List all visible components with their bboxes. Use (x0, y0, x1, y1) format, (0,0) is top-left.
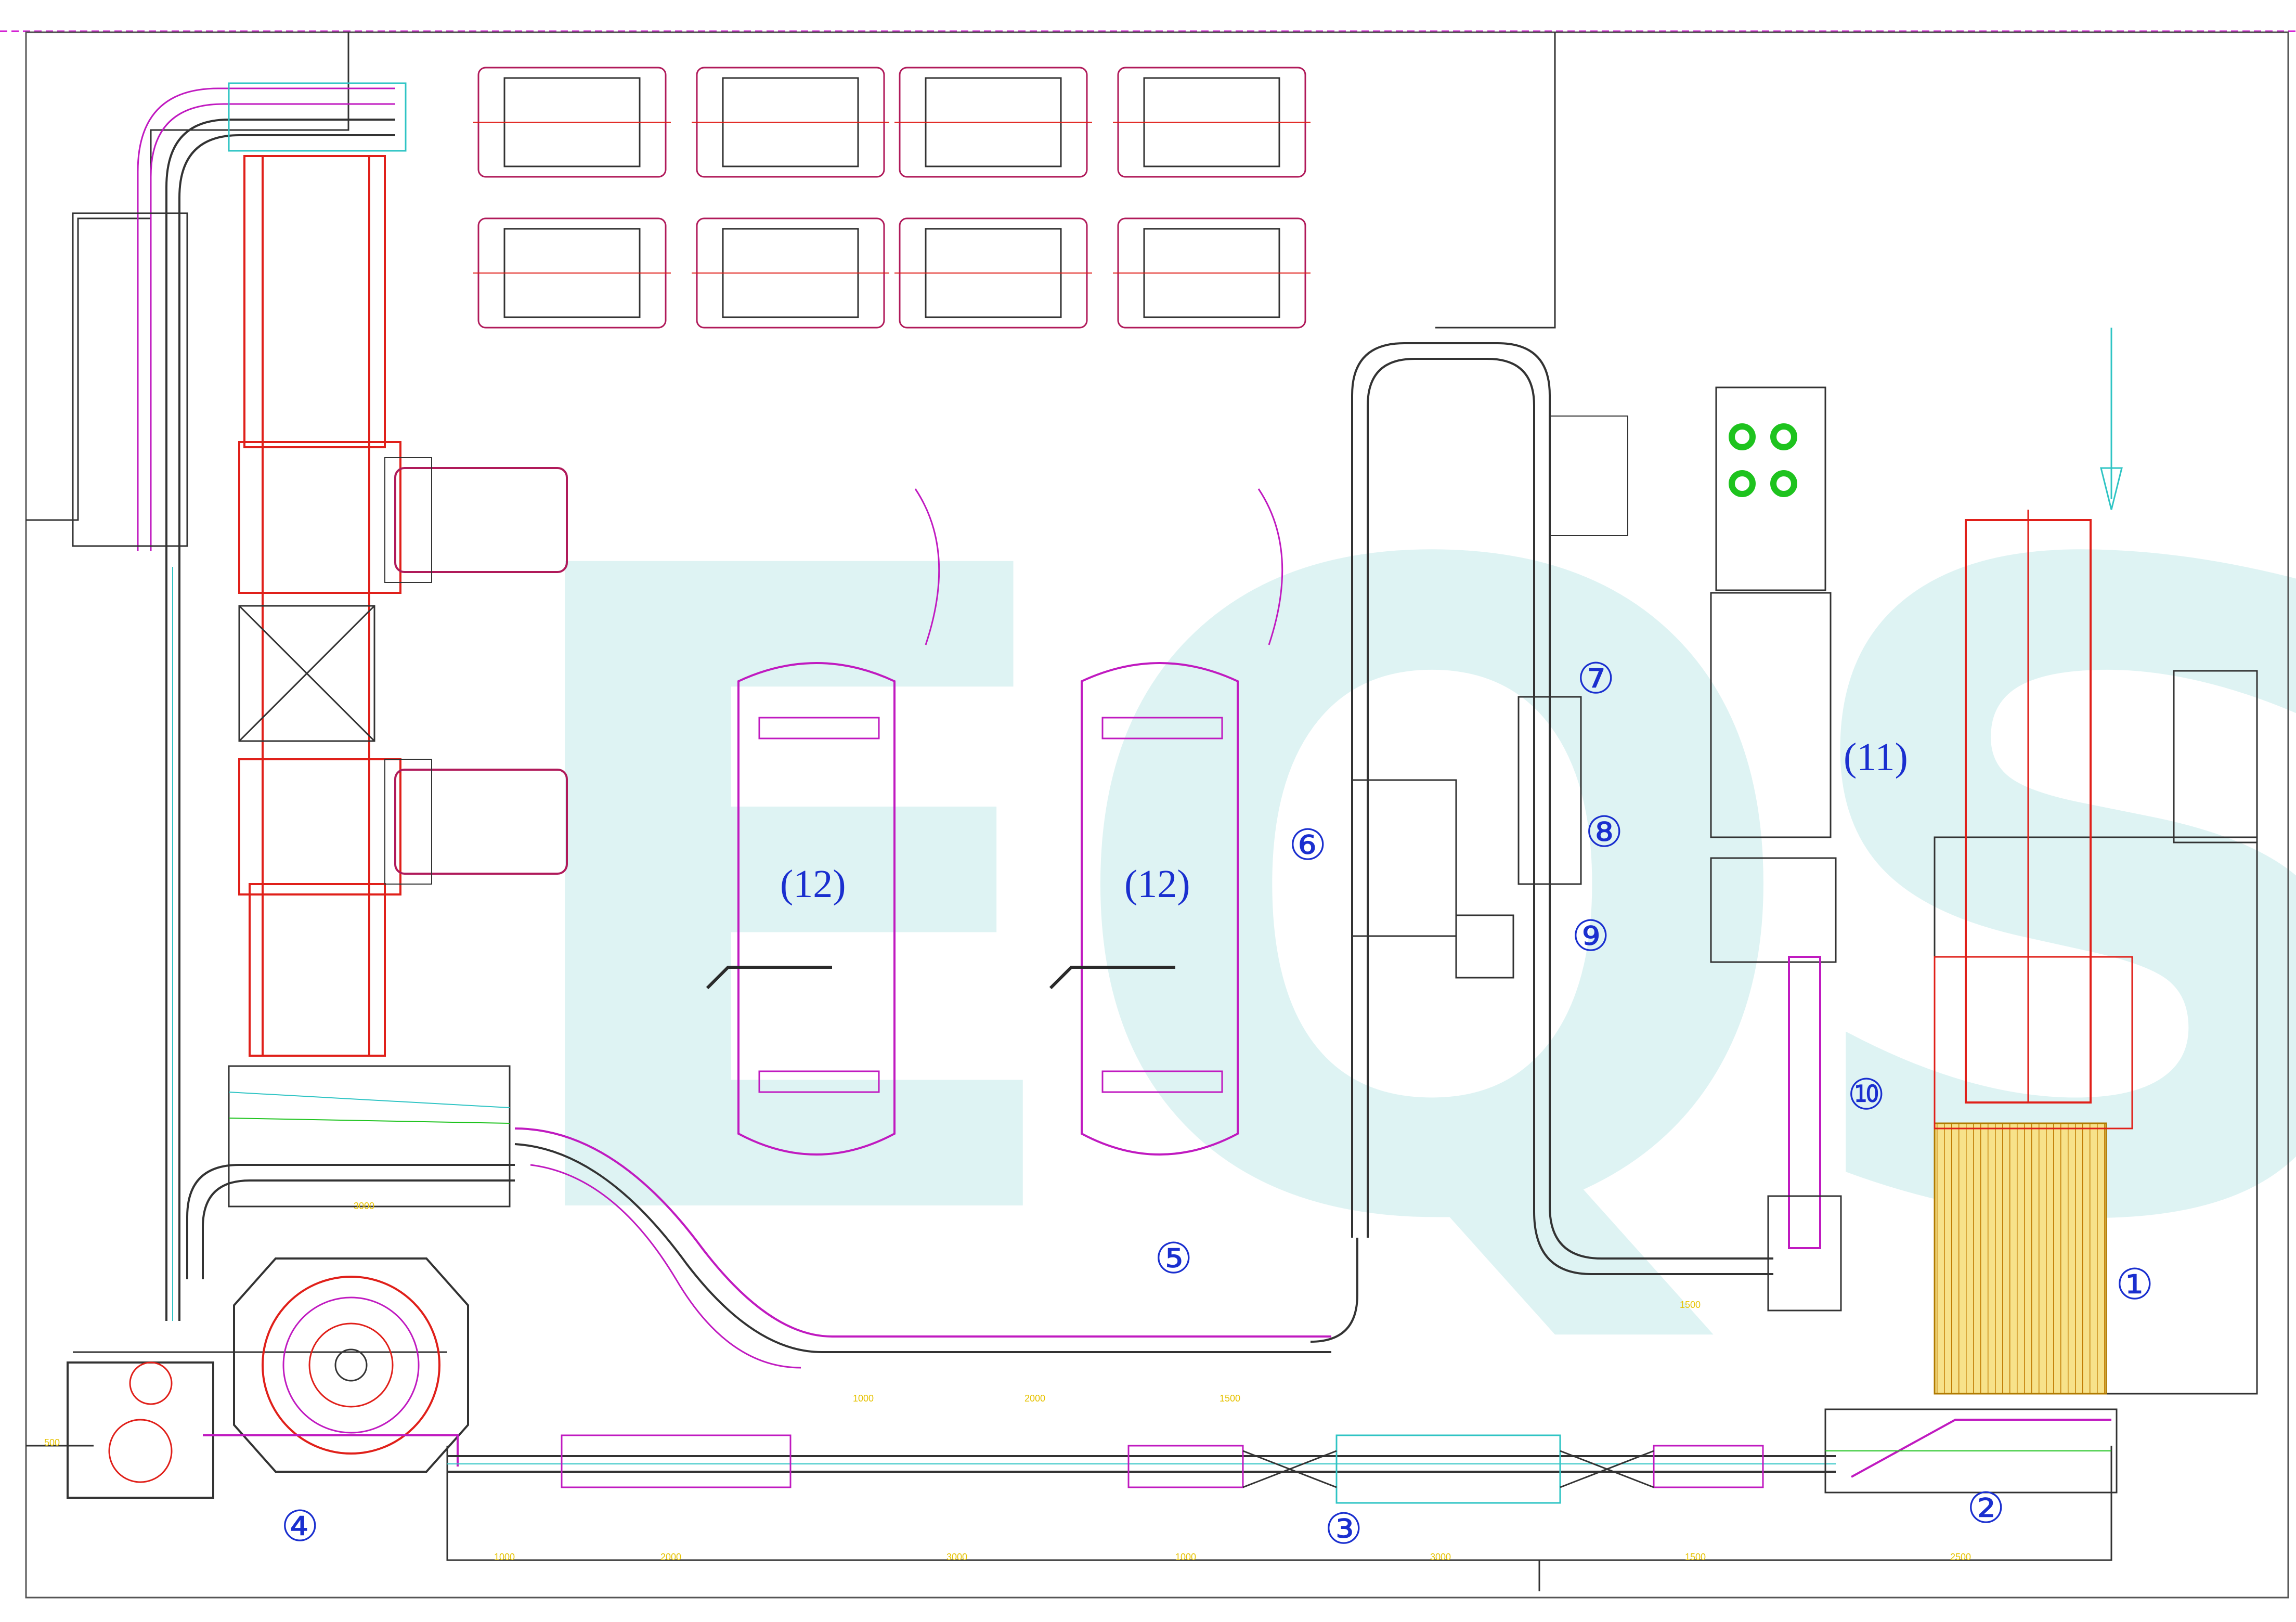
label-machine-1: ① (2116, 1261, 2154, 1308)
rack-grid (473, 67, 1311, 329)
rotary-filler (67, 1257, 469, 1499)
side-tables (384, 457, 568, 885)
dimension-label: 1000 (853, 1393, 874, 1404)
conveyor-10 (1767, 956, 1842, 1312)
dimension-label: 1000 (494, 1552, 515, 1562)
label-machine-6: ⑥ (1289, 822, 1327, 869)
conveyor-bottom (447, 1408, 2118, 1504)
conveyor-left-vertical (72, 82, 407, 1321)
label-machine-10: ⑩ (1847, 1071, 1886, 1119)
drawing-border (0, 30, 2296, 1599)
label-machine-4: ④ (281, 1503, 319, 1550)
label-machine-11: (11) (1844, 735, 1908, 779)
tank-right (1049, 488, 1283, 1156)
dimension-label: 2500 (1950, 1552, 1971, 1562)
dimension-label: 500 (44, 1437, 60, 1448)
label-machine-2: ② (1967, 1485, 2005, 1532)
label-machine-9: ⑨ (1572, 913, 1610, 960)
tank-left (706, 488, 940, 1156)
loader-unit (1934, 328, 2133, 1395)
conveyor-lower-left (186, 1065, 1331, 1369)
unit-11 (1710, 386, 1837, 963)
cross-box (238, 605, 375, 742)
label-machine-12-right: (12) (1124, 862, 1190, 906)
label-machine-3: ③ (1325, 1506, 1363, 1553)
dimension-label: 3000 (1430, 1552, 1451, 1562)
dimension-label: 3000 (946, 1552, 968, 1562)
dimension-label: 1000 (1175, 1552, 1197, 1562)
dimension-label: 3000 (354, 1201, 375, 1211)
label-machine-7: ⑦ (1577, 655, 1615, 703)
dimension-label: 2000 (660, 1552, 682, 1562)
dimension-label: 1500 (1220, 1393, 1241, 1404)
conveyor-center-loop (1310, 342, 1773, 1343)
dimension-label: 2000 (1024, 1393, 1046, 1404)
dimension-label: 1500 (1685, 1552, 1706, 1562)
label-machine-5: ⑤ (1155, 1235, 1193, 1282)
label-machine-8: ⑧ (1585, 809, 1624, 856)
building-outline (26, 32, 2258, 1591)
dimension-label: 1500 (1680, 1300, 1701, 1310)
label-machine-12-left: (12) (780, 862, 846, 906)
